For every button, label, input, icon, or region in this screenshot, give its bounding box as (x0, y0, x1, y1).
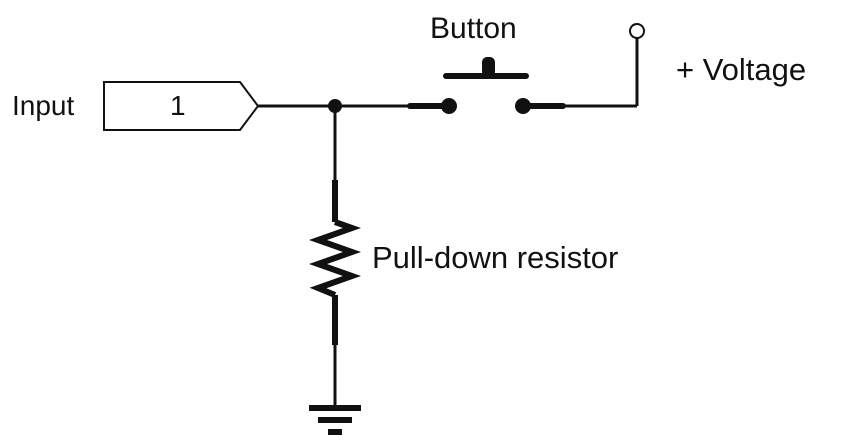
input-label: Input (12, 90, 75, 121)
resistor (308, 219, 362, 298)
voltage-terminal (629, 23, 645, 39)
input-port (103, 81, 260, 131)
switch-left-contact (441, 98, 457, 114)
button-label: Button (430, 12, 517, 45)
voltage-label: + Voltage (676, 52, 807, 87)
input-pin-number: 1 (170, 90, 186, 121)
resistor-label: Pull-down resistor (372, 240, 619, 275)
ground-symbol (309, 405, 361, 435)
push-button-knob (482, 57, 495, 77)
